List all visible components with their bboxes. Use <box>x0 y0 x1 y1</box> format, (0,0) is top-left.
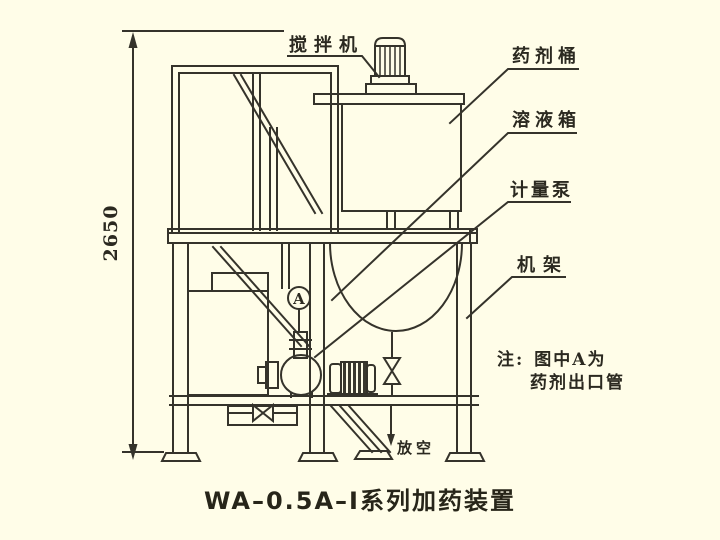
leader-lines <box>287 55 579 359</box>
lower-diagonal-brace <box>211 245 311 348</box>
solution-tank-bottom <box>328 241 464 332</box>
note-line2: 药剂出口管 <box>530 373 625 393</box>
dimension-line <box>122 30 284 460</box>
pump-motor <box>327 361 378 395</box>
marker-a-circle <box>287 286 311 333</box>
platform-beam <box>167 228 478 244</box>
frame-legs <box>160 242 486 462</box>
upper-frame <box>171 65 339 233</box>
vent-pipe <box>387 404 395 446</box>
figure-note: 注: 图中A为 药剂出口管 <box>497 349 625 395</box>
dimension-label-2650: 2650 <box>100 204 122 262</box>
cabinet-box <box>187 272 269 396</box>
figure-caption: WA–0.5A–I系列加药装置 <box>204 487 516 515</box>
note-prefix: 注: <box>497 350 525 370</box>
label-chemical-barrel: 药剂桶 <box>512 46 581 67</box>
label-frame: 机架 <box>517 255 569 276</box>
agitator-motor <box>365 37 417 95</box>
note-line1: 图中A为 <box>534 350 607 370</box>
label-metering-pump: 计量泵 <box>510 180 573 201</box>
metering-pump-shape <box>257 331 322 398</box>
tank-drain-valve <box>382 332 402 397</box>
diagonal-support-brace <box>329 404 394 460</box>
drain-pipe-loop <box>227 402 298 426</box>
label-agitator: 搅拌机 <box>289 35 364 56</box>
marker-a-letter: A <box>293 290 305 308</box>
outlet-pipe <box>281 242 290 289</box>
label-solution-tank: 溶液箱 <box>512 110 581 131</box>
label-vent: 放空 <box>397 439 436 457</box>
chemical-barrel-shape <box>313 93 465 230</box>
